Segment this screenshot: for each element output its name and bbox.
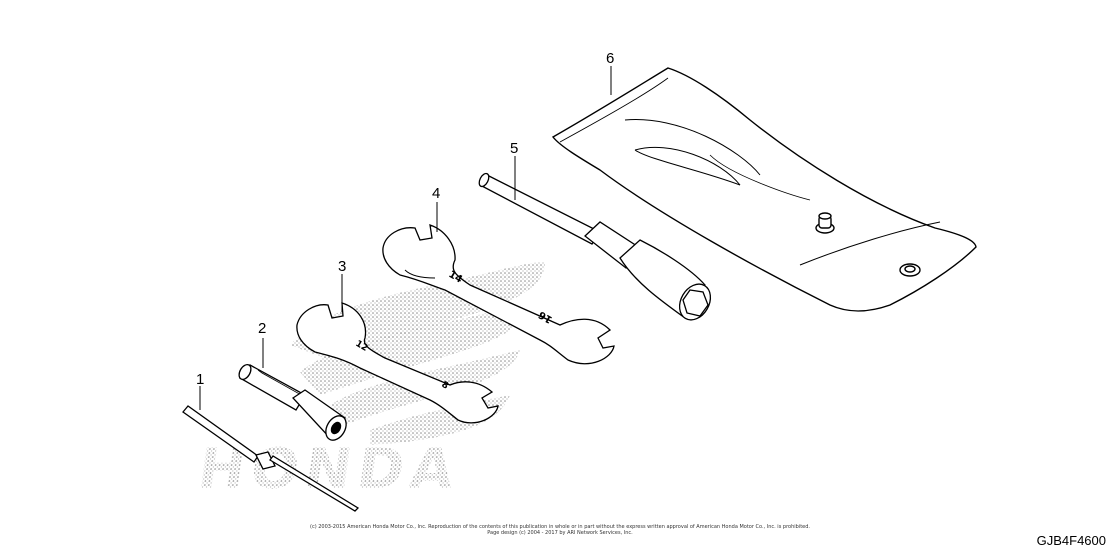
callout-leader-lines <box>199 66 612 410</box>
diagram-code: GJB4F4600 <box>1036 533 1106 548</box>
callout-3: 3 <box>338 258 346 275</box>
open-end-wrench-small-icon: 12 8 <box>296 302 499 424</box>
callout-5: 5 <box>510 140 518 157</box>
callout-2: 2 <box>258 320 266 337</box>
socket-handle-icon <box>238 363 347 441</box>
page-design-notice: Page design (c) 2004 - 2017 by ARI Netwo… <box>487 530 633 536</box>
tool-bag-icon <box>551 67 977 312</box>
callout-4: 4 <box>432 185 440 202</box>
copyright-notice: (c) 2003-2015 American Honda Motor Co., … <box>310 524 810 530</box>
spark-plug-wrench-icon <box>478 172 712 321</box>
open-end-wrench-large-icon: 14 16 <box>382 224 615 365</box>
callout-1: 1 <box>196 371 204 388</box>
svg-text:8: 8 <box>440 380 450 392</box>
screwdriver-icon <box>182 405 360 512</box>
callout-6: 6 <box>606 50 614 67</box>
